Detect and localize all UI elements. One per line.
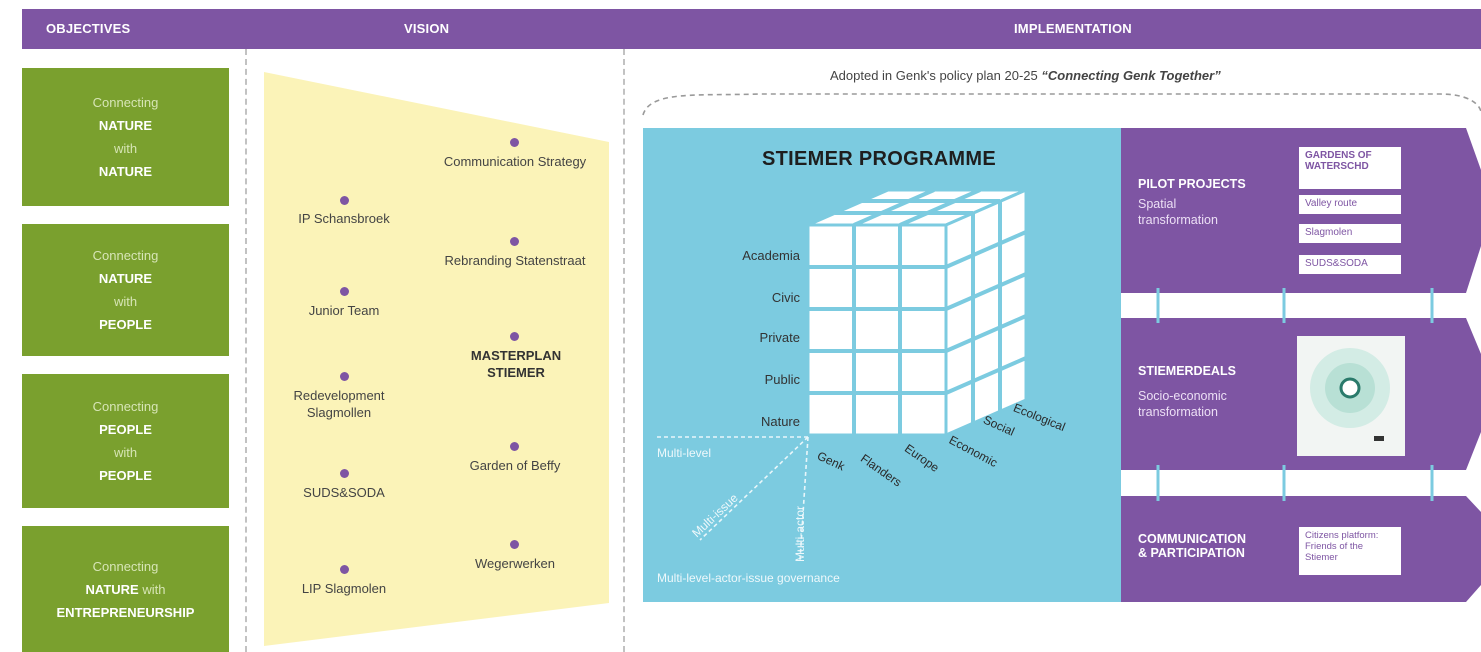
pilot-projects-label: PILOT PROJECTS Spatial transformation xyxy=(1138,177,1248,228)
objective-line: Connecting xyxy=(92,558,159,574)
pilot-projects-title: PILOT PROJECTS xyxy=(1138,177,1246,191)
vision-item: LIP Slagmolen xyxy=(301,581,387,596)
objective-line: NATURE xyxy=(98,164,153,179)
vision-item: Rebranding Statenstraat xyxy=(444,253,586,268)
vision-dot xyxy=(510,540,519,549)
programme-title: STIEMER PROGRAMME xyxy=(762,148,996,170)
vision-item: Redevelopment Slagmollen xyxy=(293,388,385,420)
header-bar: OBJECTIVES VISION IMPLEMENTATION xyxy=(22,9,1481,49)
vision-dot xyxy=(510,332,519,341)
objective-line: with xyxy=(113,445,138,460)
vision-dot xyxy=(510,237,519,246)
stiemerdeals-title: STIEMERDEALS xyxy=(1138,364,1236,378)
header-implementation: IMPLEMENTATION xyxy=(1014,21,1132,36)
stiemerdeals-label: STIEMERDEALS Socio-economic transformati… xyxy=(1138,364,1278,420)
vision-dot xyxy=(340,565,349,574)
vision-item: MASTERPLAN STIEMER xyxy=(470,348,562,380)
vision-item: IP Schansbroek xyxy=(298,211,390,226)
policy-dashed-outline xyxy=(642,93,1481,116)
cube-grid-front xyxy=(808,225,946,435)
objective-line: PEOPLE xyxy=(99,468,152,483)
vision-dot xyxy=(340,196,349,205)
cube-grid-top xyxy=(835,188,1000,227)
communication-title: & PARTICIPATION xyxy=(1138,546,1245,560)
objective-line: NATURE xyxy=(85,581,139,597)
objective-line: Connecting xyxy=(92,399,159,414)
objective-line: NATURE xyxy=(98,271,153,286)
objective-card: Connecting NATURE with ENTREPRENEURSHIP xyxy=(22,526,229,652)
governance-caption: Multi-level-actor-issue governance xyxy=(657,571,840,585)
actor-label: Academia xyxy=(742,248,800,263)
vision-dot xyxy=(340,372,349,381)
actor-label: Civic xyxy=(771,290,800,305)
vision-item: SUDS&SODA xyxy=(303,485,385,500)
policy-caption: Adopted in Genk's policy plan 20-25 “Con… xyxy=(830,68,1221,83)
pilot-projects-subtitle: Spatial transformation xyxy=(1138,197,1218,227)
communication-label: COMMUNICATION & PARTICIPATION xyxy=(1138,532,1246,560)
vision-item: Communication Strategy xyxy=(443,154,587,169)
objective-line: PEOPLE xyxy=(99,317,152,332)
objective-line: ENTREPRENEURSHIP xyxy=(56,604,195,620)
vision-trapezoid xyxy=(264,72,609,646)
objective-card: Connecting NATURE with NATURE xyxy=(22,68,229,206)
citizens-platform-box: Citizens platform: Friends of the Stieme… xyxy=(1298,526,1402,576)
header-vision: VISION xyxy=(404,21,450,36)
actor-label: Private xyxy=(759,330,800,345)
vision-dot xyxy=(340,287,349,296)
actor-label: Public xyxy=(764,372,800,387)
objective-line: with xyxy=(113,141,138,156)
pilot-item: GARDENS OF WATERSCHD xyxy=(1298,146,1402,190)
separator xyxy=(623,49,625,652)
stiemerdeals-subtitle: Socio-economic transformation xyxy=(1138,389,1227,419)
vision-dot xyxy=(510,138,519,147)
actor-label: Nature xyxy=(760,414,800,429)
objective-card: Connecting PEOPLE with PEOPLE xyxy=(22,374,229,508)
policy-caption-quote: “Connecting Genk Together” xyxy=(1041,68,1221,83)
communication-title: COMMUNICATION xyxy=(1138,532,1247,546)
vision-dot xyxy=(510,442,519,451)
vision-item: Garden of Beffy xyxy=(469,458,561,473)
vision-item: Junior Team xyxy=(308,303,380,318)
governance-label: Multi-level xyxy=(657,446,712,460)
pilot-item: SUDS&SODA xyxy=(1298,254,1402,275)
vision-dot xyxy=(340,469,349,478)
governance-axes xyxy=(656,436,809,561)
objective-line: with xyxy=(113,294,138,309)
policy-caption-text: Adopted in Genk's policy plan 20-25 xyxy=(830,68,1038,83)
objective-line: with xyxy=(142,581,166,597)
objective-line: PEOPLE xyxy=(99,422,152,437)
header-objectives: OBJECTIVES xyxy=(46,21,131,36)
connector-arrows xyxy=(1156,288,1434,501)
objective-card: Connecting NATURE with PEOPLE xyxy=(22,224,229,356)
pilot-item: Slagmolen xyxy=(1298,223,1402,244)
objective-line: Connecting xyxy=(92,95,159,110)
pilot-item: Valley route xyxy=(1298,194,1402,215)
vision-item: Wegerwerken xyxy=(475,556,555,571)
objective-line: Connecting xyxy=(92,248,159,263)
objective-line: NATURE xyxy=(98,118,153,133)
separator xyxy=(245,49,247,652)
cube-grid-side xyxy=(945,201,1027,423)
